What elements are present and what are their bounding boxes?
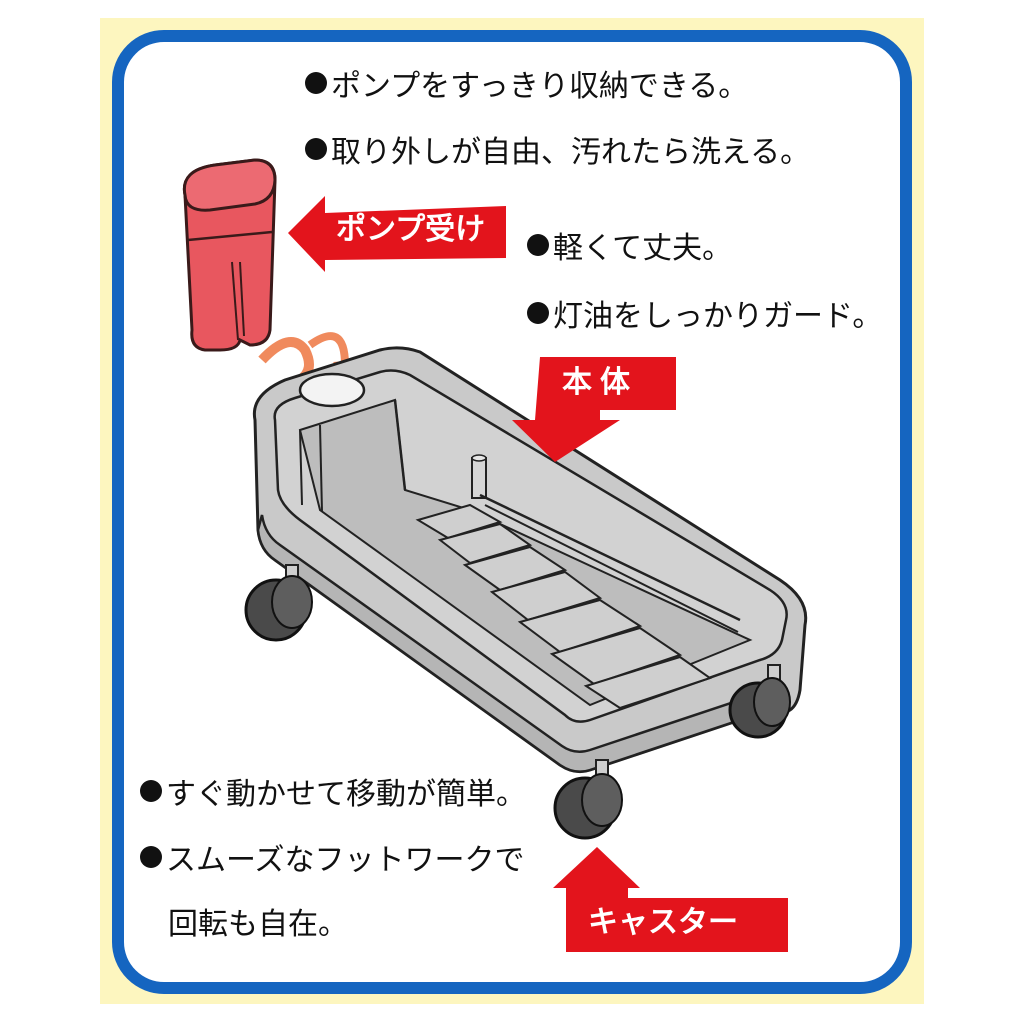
bullet-dot-icon [140, 846, 162, 868]
down-arrow-icon [512, 357, 676, 462]
caster-icon [553, 759, 623, 840]
up-arrow-icon [553, 847, 788, 952]
tray-body-icon [252, 346, 808, 774]
feature-text: ポンプをすっきり収納できる。 [331, 69, 749, 104]
feature-light-durable: 軽くて丈夫。 [527, 234, 732, 264]
caster-icon [728, 664, 791, 739]
bullet-dot-icon [305, 138, 327, 160]
bullet-dot-icon [527, 302, 549, 324]
feature-text: 灯油をしっかりガード。 [553, 299, 883, 334]
bullet-dot-icon [305, 72, 327, 94]
feature-text: 軽くて丈夫。 [553, 231, 733, 266]
caster-label: キャスター [588, 905, 738, 940]
feature-rotation-continued: 回転も自在。 [168, 907, 348, 942]
bullet-dot-icon [527, 234, 549, 256]
feature-text: 取り外しが自由、汚れたら洗える。 [331, 135, 811, 170]
pump-holder-label: ポンプ受け [336, 212, 486, 247]
feature-pump-storage: ポンプをすっきり収納できる。 [305, 72, 748, 102]
left-arrow-icon [288, 196, 506, 272]
feature-text: すぐ動かせて移動が簡単。 [166, 777, 526, 812]
feature-easy-move: すぐ動かせて移動が簡単。 [140, 780, 526, 810]
pump-holder-icon [182, 158, 277, 352]
feature-removable: 取り外しが自由、汚れたら洗える。 [305, 138, 810, 168]
body-label: 本体 [562, 365, 638, 400]
feature-text: スムーズなフットワークで [166, 843, 525, 878]
feature-kerosene-guard: 灯油をしっかりガード。 [527, 302, 882, 332]
bullet-dot-icon [140, 780, 162, 802]
caster-icon [244, 564, 313, 642]
feature-smooth-footwork: スムーズなフットワークで [140, 846, 525, 876]
